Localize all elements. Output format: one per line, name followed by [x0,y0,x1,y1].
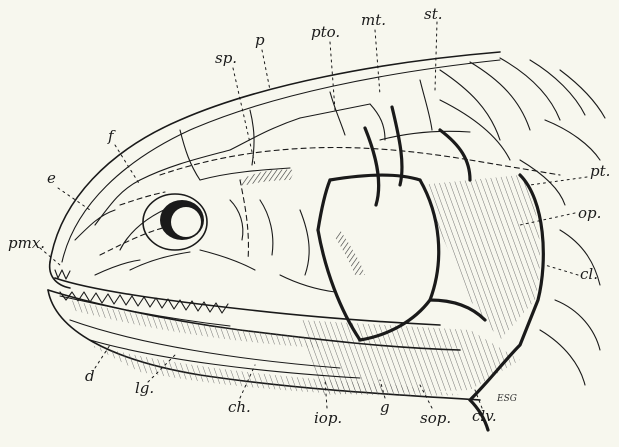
label-pmx: pmx. [8,234,45,252]
orbit [143,194,207,250]
artist-signature: ESG [496,394,517,404]
hatched-regions [240,169,540,395]
sutures [75,80,470,292]
label-cl: cl. [580,265,598,283]
label-g: g [380,398,390,416]
label-lg: lg. [135,379,154,397]
label-ch: ch. [228,398,251,416]
label-pt: pt. [590,162,610,180]
label-f: f [107,127,116,145]
label-st: st. [424,5,443,23]
label-e: e [47,169,56,187]
label-iop: iop. [314,409,342,427]
label-p: p [255,31,265,49]
label-sp: sp. [215,49,237,67]
label-mt: mt. [361,11,386,29]
label-sop: sop. [420,409,451,427]
label-d: d [85,367,95,385]
label-clv: clv. [472,407,497,425]
label-pto: pto. [311,23,340,41]
label-op: op. [578,204,601,222]
